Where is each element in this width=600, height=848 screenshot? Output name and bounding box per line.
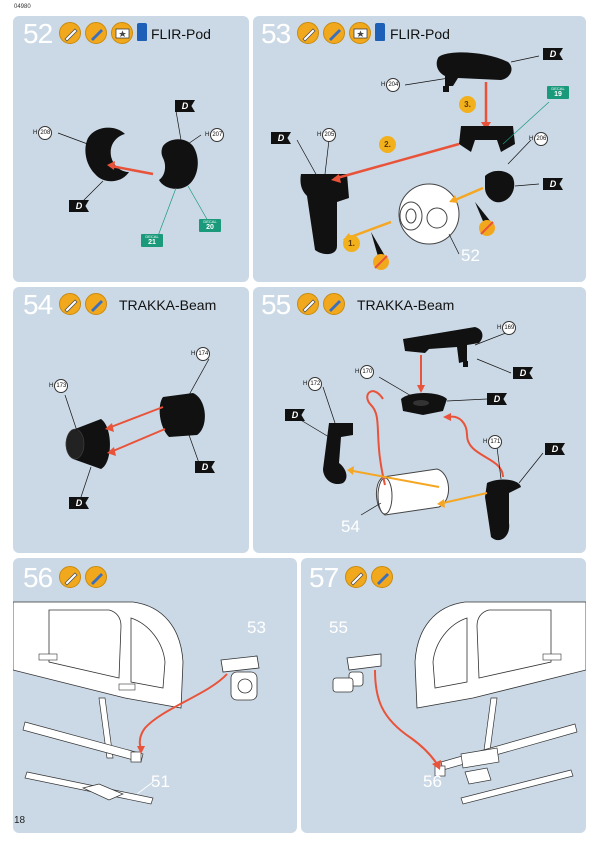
paintbrush-icon [323, 22, 345, 44]
step-56-drawing [13, 601, 260, 805]
step-number: 56 [23, 562, 53, 593]
step-53-panel: 53 FLIR-Pod [253, 16, 586, 282]
part-ref: 52 [461, 246, 480, 265]
glue-icon [59, 22, 81, 44]
yoke [459, 126, 515, 152]
step-52-drawing [57, 110, 209, 237]
top-bracket [436, 52, 512, 86]
step-title: FLIR-Pod [151, 26, 211, 42]
step-number: 54 [23, 289, 53, 320]
part-ref: 56 [423, 772, 442, 791]
glue-icon-shape [64, 28, 78, 42]
step-title: TRAKKA-Beam [357, 297, 455, 313]
finish-flag: D [195, 461, 215, 473]
step-number: 55 [261, 289, 291, 320]
part-ref: 53 [247, 618, 266, 637]
finish-flag: D [545, 443, 565, 455]
sub-step-badge: 3. [459, 96, 476, 113]
glue-icon [59, 293, 81, 315]
paintbrush-icon-shape [329, 300, 341, 312]
beam-half-right [159, 393, 205, 437]
step-number: 52 [23, 18, 53, 49]
sub-step-badge: 1. [343, 235, 360, 252]
paintbrush-icon [323, 293, 345, 315]
part-ref: 55 [329, 618, 348, 637]
finish-flag: D [285, 409, 305, 421]
step-55-drawing [288, 327, 544, 541]
paintbrush-icon [85, 566, 107, 588]
paintbrush-icon-shape [91, 573, 103, 585]
pod-half-left [85, 127, 129, 182]
finish-flag: D [513, 367, 533, 379]
paintbrush-icon-shape [377, 573, 389, 585]
step-54-drawing [64, 358, 210, 498]
finish-flag: D [487, 393, 507, 405]
paintbrush-icon-shape [91, 29, 103, 41]
step-number: 57 [309, 562, 339, 593]
glue-icon [297, 293, 319, 315]
finish-flag: D [69, 200, 89, 212]
glue-icon-shape [64, 572, 78, 586]
part-ref: 51 [151, 772, 170, 791]
finish-flag: D [543, 178, 563, 190]
assembly-arrow [110, 164, 154, 176]
finish-flag: D [175, 100, 195, 112]
paintbrush-icon [85, 22, 107, 44]
pod-half-right [159, 139, 198, 189]
glue-icon-shape [302, 299, 316, 313]
paintbrush-icon [85, 293, 107, 315]
glue-icon [345, 566, 367, 588]
glue-icon-shape [64, 299, 78, 313]
step-53-drawing [296, 52, 550, 270]
assembly-arrow-head [107, 161, 115, 170]
paintbrush-icon-shape [329, 29, 341, 41]
left-arm [300, 174, 349, 255]
decal-water-icon [111, 22, 133, 44]
paint-pot-icon [137, 23, 147, 41]
decal-water-icon [349, 22, 371, 44]
document-number: 04980 [14, 4, 31, 10]
finish-flag: D [271, 132, 291, 144]
finish-flag: D [543, 48, 563, 60]
decal-water-icon-shape [353, 28, 368, 39]
step-55-panel: 55 TRAKKA-Beam [253, 287, 586, 553]
step-57-panel: 57 55 56 [301, 558, 586, 833]
paint-pot-icon [375, 23, 385, 41]
step-56-panel: 56 53 51 [13, 558, 297, 833]
page-number: 18 [14, 815, 26, 826]
step-number: 53 [261, 18, 291, 49]
glue-icon-shape [302, 28, 316, 42]
sub-step-badge: 2. [379, 136, 396, 153]
part-ref: 54 [341, 517, 360, 536]
glue-icon [297, 22, 319, 44]
glue-icon [59, 566, 81, 588]
right-knob [485, 170, 515, 203]
paintbrush-icon [371, 566, 393, 588]
decal-water-icon-shape [115, 28, 130, 39]
glue-icon-shape [350, 572, 364, 586]
paintbrush-icon-shape [91, 300, 103, 312]
finish-flag: D [69, 497, 89, 509]
step-title: TRAKKA-Beam [119, 297, 217, 313]
step-title: FLIR-Pod [390, 26, 450, 42]
step-57-drawing [332, 601, 586, 805]
